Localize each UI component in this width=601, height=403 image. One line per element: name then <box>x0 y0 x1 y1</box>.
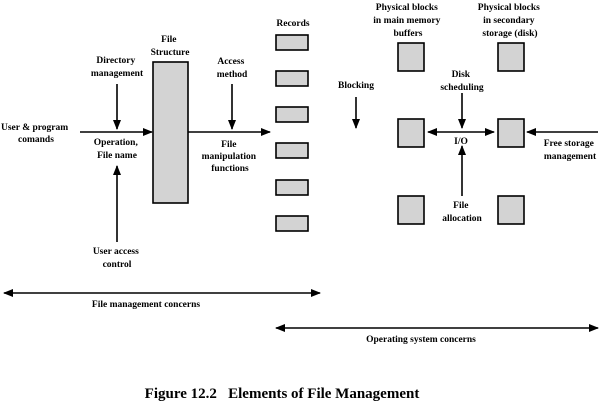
record-block <box>275 142 309 159</box>
file-structure-block <box>152 61 189 204</box>
figure-caption: Figure 12.2 Elements of File Management <box>145 386 420 402</box>
file-allocation-label: File allocation <box>442 201 482 224</box>
record-block <box>275 179 309 196</box>
user-access-control-label: User access control <box>93 247 141 270</box>
memory-buffer-block <box>397 42 425 72</box>
physical-blocks-memory-label: Physical blocks in main memory buffers <box>373 3 442 39</box>
access-method-label: Access method <box>217 57 248 80</box>
records-stack <box>275 34 309 232</box>
disk-scheduling-label: Disk scheduling <box>440 70 484 93</box>
directory-management-label: Directory management <box>91 56 144 79</box>
operation-file-name-label: Operation, File name <box>94 138 140 161</box>
memory-buffer-block <box>397 195 425 225</box>
disk-block <box>497 118 525 148</box>
user-program-commands-label: User & program comands <box>1 123 71 145</box>
disk-block <box>497 42 525 72</box>
blocking-label: Blocking <box>338 81 374 91</box>
record-block <box>275 106 309 123</box>
disk-block <box>497 195 525 225</box>
file-manipulation-functions-label: File manipulation functions <box>202 140 259 174</box>
io-label: I/O <box>454 137 468 147</box>
record-block <box>275 70 309 87</box>
record-block <box>275 34 309 51</box>
file-structure-label: File Structure <box>151 35 190 58</box>
physical-blocks-secondary-label: Physical blocks in secondary storage (di… <box>478 3 542 39</box>
file-management-concerns-label: File management concerns <box>92 300 200 310</box>
memory-buffer-block <box>397 118 425 148</box>
operating-system-concerns-label: Operating system concerns <box>366 335 476 345</box>
records-label: Records <box>276 19 310 29</box>
free-storage-management-label: Free storage management <box>544 139 597 162</box>
record-block <box>275 215 309 232</box>
